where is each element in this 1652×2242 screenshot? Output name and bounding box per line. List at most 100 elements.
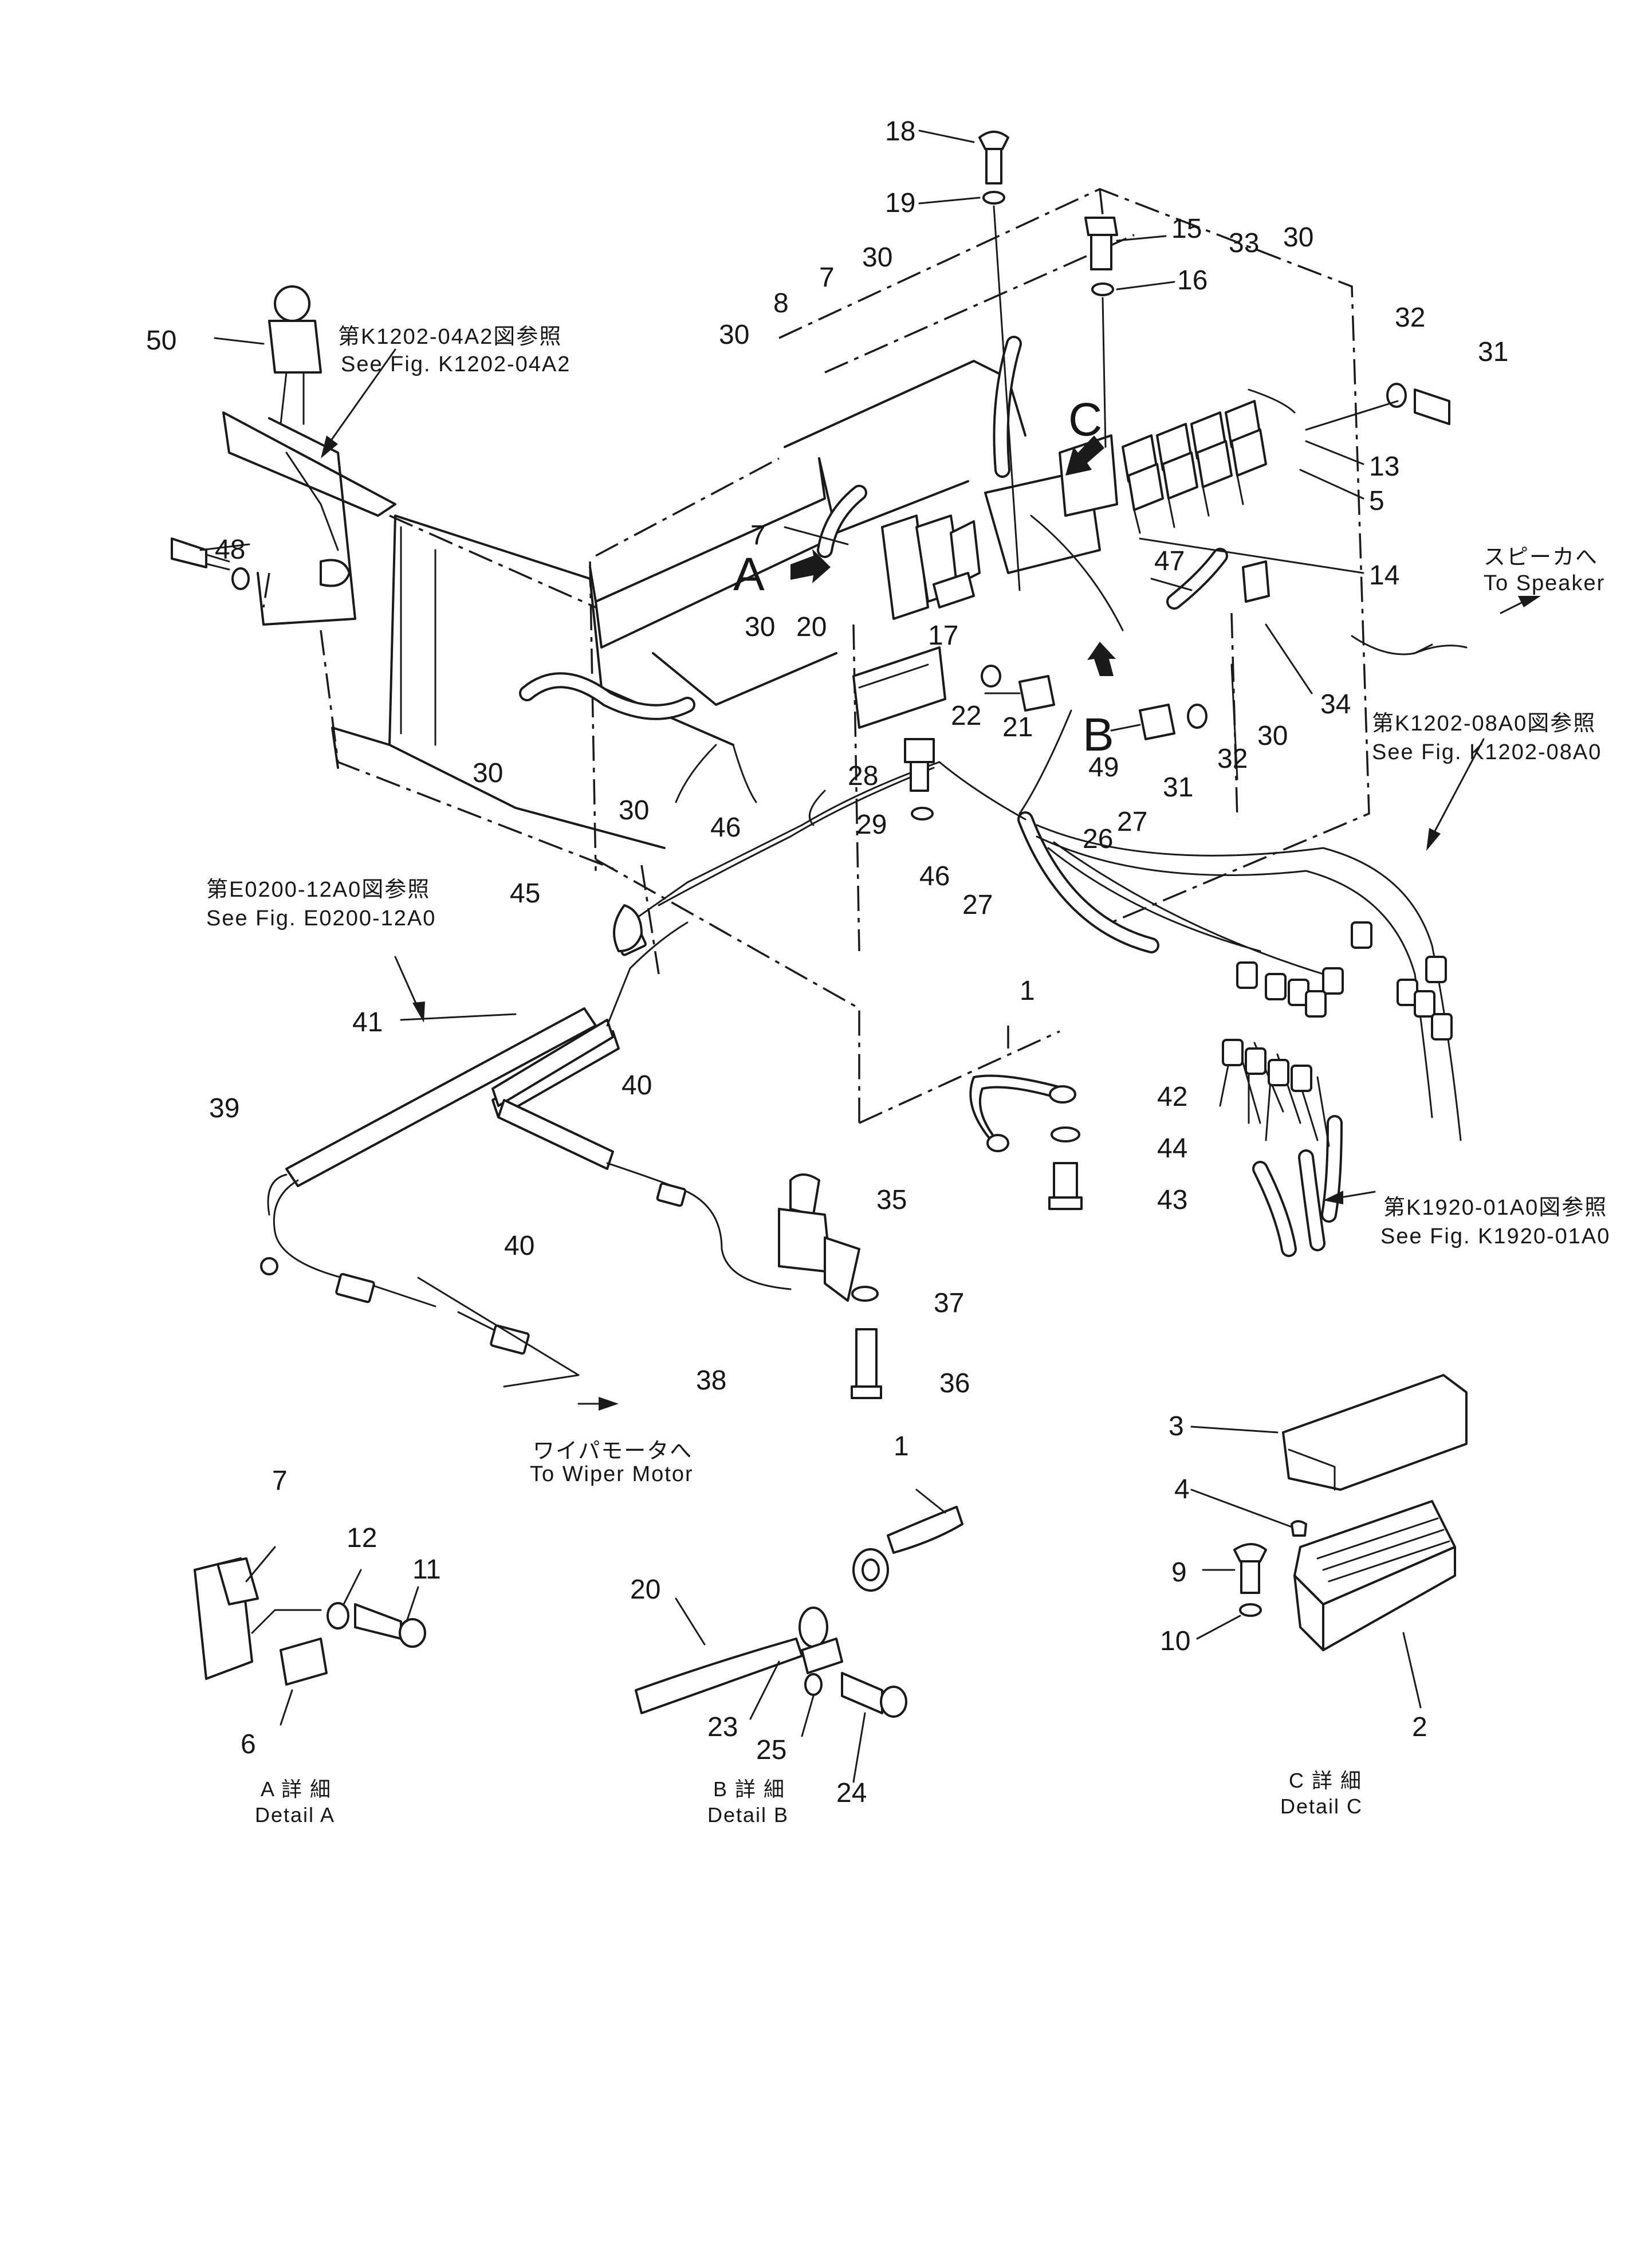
callout-19: 19: [885, 188, 915, 218]
callout-30-a: 30: [1283, 222, 1313, 253]
callout-36: 36: [939, 1368, 970, 1399]
callout-43: 43: [1157, 1185, 1187, 1215]
callout-48: 48: [215, 535, 245, 565]
ref-k1202-04a2-jp: 第K1202-04A2図参照: [338, 325, 562, 349]
callout-29: 29: [856, 810, 887, 840]
ref-k1920-01a0-jp: 第K1920-01A0図参照: [1383, 1196, 1607, 1220]
callout-22: 22: [951, 701, 981, 731]
callout-16: 16: [1177, 265, 1207, 296]
callout-31-b: 31: [1163, 772, 1193, 803]
callout-27-a: 27: [1117, 807, 1147, 837]
ref-e0200-12a0-jp: 第E0200-12A0図参照: [206, 878, 430, 902]
to-speaker-en: To Speaker: [1484, 571, 1605, 595]
callout-numbers: 18 19 15 16 33 30 32 31 30 7 8 30 50 13 …: [146, 116, 1508, 1808]
figure-references: 第K1202-04A2図参照 See Fig. K1202-04A2 第K120…: [206, 325, 1610, 1248]
ground-strap: [969, 1074, 1083, 1210]
callout-44: 44: [1157, 1133, 1187, 1164]
callout-17: 17: [928, 621, 958, 651]
callout-30-d: 30: [745, 612, 775, 642]
terminal-connectors: [1219, 921, 1453, 1147]
callout-20-a: 20: [796, 612, 827, 642]
callout-46-a: 46: [710, 812, 741, 843]
callout-6: 6: [241, 1729, 256, 1760]
callout-32-b: 32: [1217, 744, 1248, 774]
callout-30-f: 30: [473, 758, 503, 788]
callout-41: 41: [352, 1007, 383, 1038]
callout-7-c: 7: [272, 1466, 288, 1496]
callout-39: 39: [209, 1093, 239, 1124]
view-letters: A B C: [733, 394, 1114, 761]
callout-31-a: 31: [1478, 337, 1508, 367]
callout-9: 9: [1171, 1557, 1187, 1588]
relay-stack: [1122, 400, 1267, 534]
reference-arrows: [321, 348, 1541, 1411]
to-wiper-motor-jp: ワイパモータへ: [533, 1439, 693, 1463]
view-letter-c: C: [1068, 394, 1102, 446]
key-switch: [268, 285, 322, 425]
ref-e0200-12a0-en: See Fig. E0200-12A0: [206, 906, 436, 930]
callout-33: 33: [1229, 228, 1259, 258]
harness-hoses: [519, 336, 1343, 1257]
callout-13: 13: [1369, 451, 1399, 482]
callout-42: 42: [1157, 1082, 1187, 1112]
callout-18: 18: [885, 116, 915, 147]
detail-b-en: Detail B: [707, 1803, 789, 1827]
detail-c-jp: C 詳 細: [1289, 1769, 1362, 1792]
to-wiper-motor-en: To Wiper Motor: [530, 1462, 694, 1486]
switch-assembly: [778, 1173, 882, 1399]
callout-40-b: 40: [504, 1231, 534, 1261]
callout-14: 14: [1369, 560, 1399, 591]
fasteners: [904, 131, 1450, 820]
callout-11: 11: [412, 1554, 441, 1585]
lower-harness: [260, 904, 792, 1388]
callout-30-b: 30: [862, 242, 892, 273]
callout-28: 28: [848, 761, 878, 791]
callout-8: 8: [773, 288, 789, 319]
destination-labels: スピーカへ To Speaker ワイパモータへ To Wiper Motor: [530, 545, 1605, 1486]
callout-2: 2: [1412, 1712, 1427, 1742]
callout-37: 37: [934, 1288, 964, 1318]
callout-38: 38: [696, 1365, 726, 1396]
ref-k1920-01a0-en: See Fig. K1920-01A0: [1380, 1224, 1610, 1248]
callout-4: 4: [1174, 1474, 1190, 1505]
callout-49: 49: [1088, 752, 1119, 783]
detail-b-jp: B 詳 細: [713, 1777, 785, 1801]
console-body: [589, 360, 1026, 729]
callout-1-a: 1: [1020, 976, 1035, 1006]
callout-46-b: 46: [919, 861, 950, 892]
callout-30-g: 30: [619, 795, 649, 826]
callout-26: 26: [1083, 824, 1113, 854]
ref-k1202-04a2-en: See Fig. K1202-04A2: [341, 352, 571, 376]
ref-k1202-08a0-en: See Fig. K1202-08A0: [1372, 740, 1602, 764]
callout-20-b: 20: [630, 1574, 660, 1605]
callout-50: 50: [146, 325, 176, 356]
cover-plate: [222, 411, 396, 626]
detail-a-jp: A 詳 細: [261, 1777, 332, 1801]
callout-24: 24: [836, 1778, 867, 1808]
callout-10: 10: [1160, 1626, 1190, 1656]
callout-40-a: 40: [622, 1070, 652, 1101]
ref-k1202-08a0-jp: 第K1202-08A0図参照: [1372, 712, 1596, 736]
view-letter-b: B: [1083, 709, 1114, 761]
callout-30-e: 30: [1257, 721, 1288, 751]
callout-7-a: 7: [819, 262, 835, 293]
callout-15: 15: [1171, 214, 1202, 244]
callout-12: 12: [347, 1523, 377, 1553]
detail-b-drawing: [635, 1489, 963, 1783]
callout-23: 23: [707, 1712, 738, 1742]
detail-a-drawing: [194, 1546, 426, 1726]
leader-lines: [199, 129, 1433, 780]
detail-c-en: Detail C: [1280, 1795, 1363, 1818]
callout-30-c: 30: [719, 320, 749, 350]
callout-1-b: 1: [894, 1431, 909, 1462]
callout-25: 25: [756, 1735, 786, 1765]
callout-27-b: 27: [962, 890, 993, 920]
detail-a-en: Detail A: [255, 1803, 335, 1827]
detail-c-drawing: [1190, 1374, 1468, 1709]
callout-3: 3: [1169, 1411, 1184, 1442]
callout-21: 21: [1002, 712, 1033, 743]
callout-7-b: 7: [750, 520, 766, 551]
callout-32-a: 32: [1395, 303, 1425, 333]
view-letter-a: A: [733, 548, 765, 600]
